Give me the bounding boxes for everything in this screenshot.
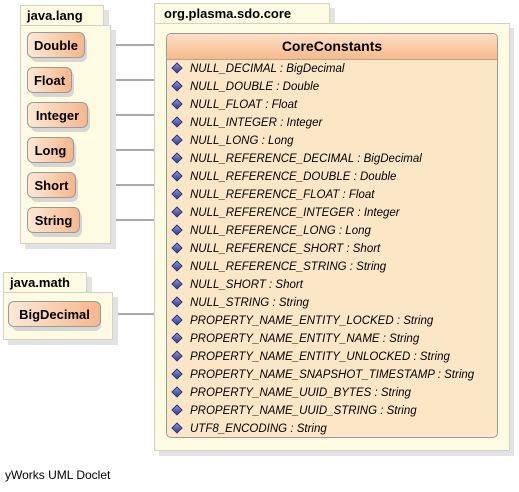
attribute-label: NULL_REFERENCE_STRING : String [190, 261, 387, 273]
static-field-icon [171, 422, 183, 434]
static-field-icon [171, 188, 183, 200]
static-field-icon [171, 242, 183, 254]
static-field-icon [171, 80, 183, 92]
static-field-icon [171, 170, 183, 182]
attribute-label: PROPERTY_NAME_ENTITY_LOCKED : String [190, 315, 434, 327]
footer-credit: yWorks UML Doclet [5, 468, 111, 482]
attribute-label: PROPERTY_NAME_UUID_STRING : String [190, 405, 417, 417]
static-field-icon [171, 260, 183, 272]
attribute-label: NULL_STRING : String [190, 297, 309, 309]
attribute-label: PROPERTY_NAME_ENTITY_NAME : String [190, 333, 420, 345]
attribute-label: NULL_LONG : Long [190, 135, 294, 147]
package-java-lang-title: java.lang [20, 5, 104, 26]
static-field-icon [171, 278, 183, 290]
static-field-icon [171, 98, 183, 110]
package-java-math-title: java.math [3, 272, 87, 293]
attribute-label: PROPERTY_NAME_ENTITY_UNLOCKED : String [190, 351, 450, 363]
attribute-label: NULL_REFERENCE_LONG : Long [190, 225, 371, 237]
static-field-icon [171, 368, 183, 380]
static-field-icon [171, 134, 183, 146]
static-field-icon [171, 386, 183, 398]
class-string[interactable]: String [27, 207, 80, 233]
class-bigdecimal[interactable]: BigDecimal [8, 301, 101, 327]
attribute-label: NULL_REFERENCE_INTEGER : Integer [190, 207, 400, 219]
static-field-icon [171, 296, 183, 308]
class-integer[interactable]: Integer [27, 102, 88, 128]
static-field-icon [171, 332, 183, 344]
static-field-icon [171, 404, 183, 416]
static-field-icon [171, 206, 183, 218]
class-long[interactable]: Long [27, 137, 74, 163]
attribute-label: NULL_REFERENCE_DECIMAL : BigDecimal [190, 153, 422, 165]
attribute-label: NULL_DOUBLE : Double [190, 81, 320, 93]
static-field-icon [171, 116, 183, 128]
package-sdo-core-title: org.plasma.sdo.core [154, 3, 330, 24]
attribute-label: PROPERTY_NAME_UUID_BYTES : String [190, 387, 411, 399]
class-double[interactable]: Double [27, 32, 85, 58]
attribute-label: PROPERTY_NAME_SNAPSHOT_TIMESTAMP : Strin… [190, 369, 475, 381]
static-field-icon [171, 314, 183, 326]
attribute-label: NULL_REFERENCE_DOUBLE : Double [190, 171, 397, 183]
static-field-icon [171, 62, 183, 74]
attribute-label: UTF8_ENCODING : String [190, 423, 327, 435]
attribute-label: NULL_FLOAT : Float [190, 99, 298, 111]
static-field-icon [171, 224, 183, 236]
attribute-label: NULL_REFERENCE_FLOAT : Float [190, 189, 375, 201]
class-core-constants-title: CoreConstants [167, 34, 497, 60]
attribute-label: NULL_INTEGER : Integer [190, 117, 323, 129]
static-field-icon [171, 350, 183, 362]
attribute-label: NULL_SHORT : Short [190, 279, 303, 291]
attribute-label: NULL_DECIMAL : BigDecimal [190, 63, 345, 75]
static-field-icon [171, 152, 183, 164]
class-short[interactable]: Short [27, 172, 76, 198]
class-float[interactable]: Float [27, 67, 72, 93]
attribute-label: NULL_REFERENCE_SHORT : Short [190, 243, 381, 255]
